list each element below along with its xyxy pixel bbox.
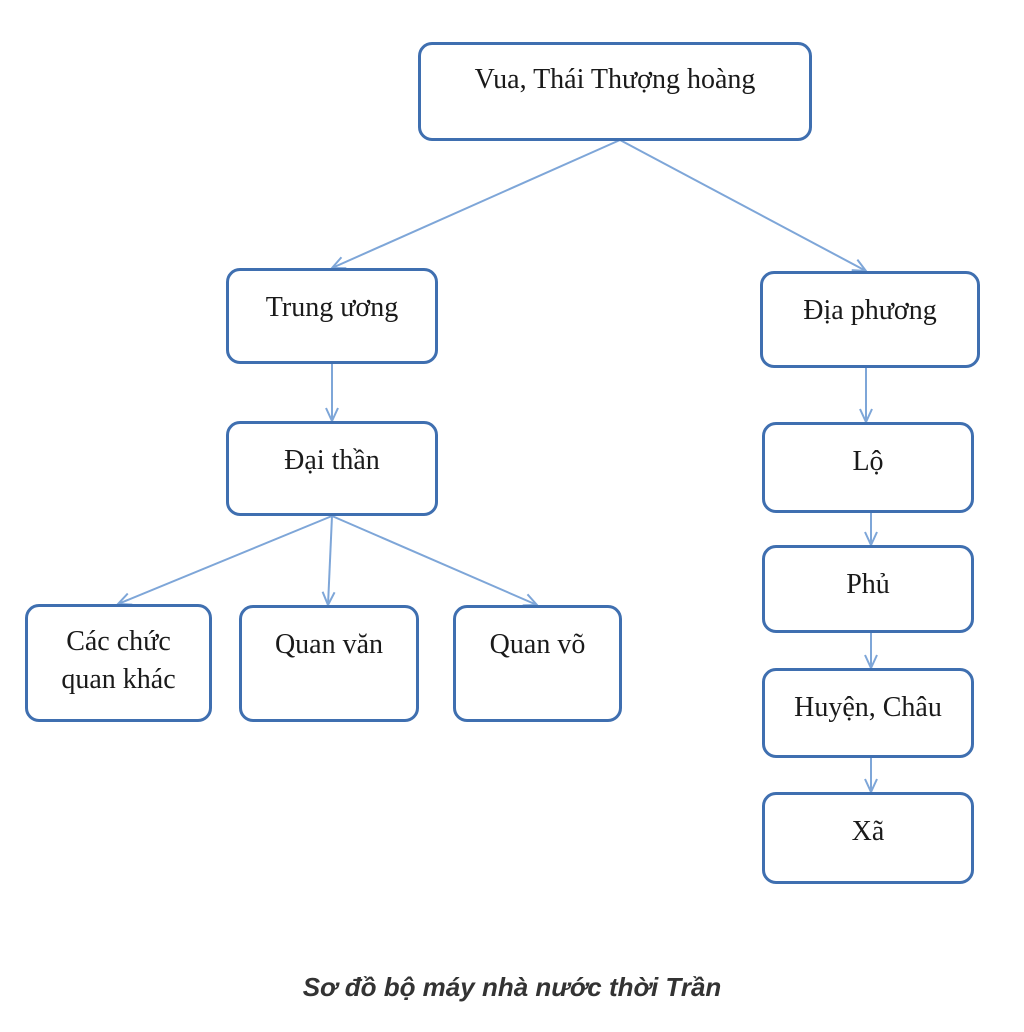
node-label: Vua, Thái Thượng hoàng [474, 64, 756, 95]
node-dai-than: Đại thần [226, 421, 438, 516]
node-label: Lộ [852, 446, 884, 477]
connector-dai-than-cac-chuc-quan [118, 515, 333, 604]
node-label: Xã [851, 816, 885, 847]
node-label: Địa phương [803, 295, 937, 326]
node-lo: Lộ [762, 422, 974, 513]
connector-vua-trung-uong [332, 139, 621, 268]
node-xa: Xã [762, 792, 974, 884]
node-label: Các chức quan khác [61, 626, 176, 695]
node-label: Huyện, Châu [794, 692, 942, 723]
diagram-caption: Sơ đồ bộ máy nhà nước thời Trần [302, 972, 722, 1002]
node-vua-thai-thuong-hoang: Vua, Thái Thượng hoàng [418, 42, 812, 141]
connector-dai-than-quan-vo [331, 515, 537, 605]
node-trung-uong: Trung ương [226, 268, 438, 364]
node-label: Trung ương [265, 292, 399, 323]
node-phu: Phủ [762, 545, 974, 633]
node-label: Quan văn [274, 629, 384, 660]
node-cac-chuc-quan-khac: Các chức quan khác [25, 604, 212, 722]
node-quan-van: Quan văn [239, 605, 419, 722]
node-label: Phủ [846, 569, 890, 600]
node-label: Quan võ [489, 629, 586, 660]
node-huyen-chau: Huyện, Châu [762, 668, 974, 758]
node-quan-vo: Quan võ [453, 605, 622, 722]
node-label: Đại thần [284, 445, 380, 476]
connector-dai-than-quan-van [328, 515, 332, 605]
connector-vua-dia-phuong [619, 139, 866, 271]
node-dia-phuong: Địa phương [760, 271, 980, 368]
